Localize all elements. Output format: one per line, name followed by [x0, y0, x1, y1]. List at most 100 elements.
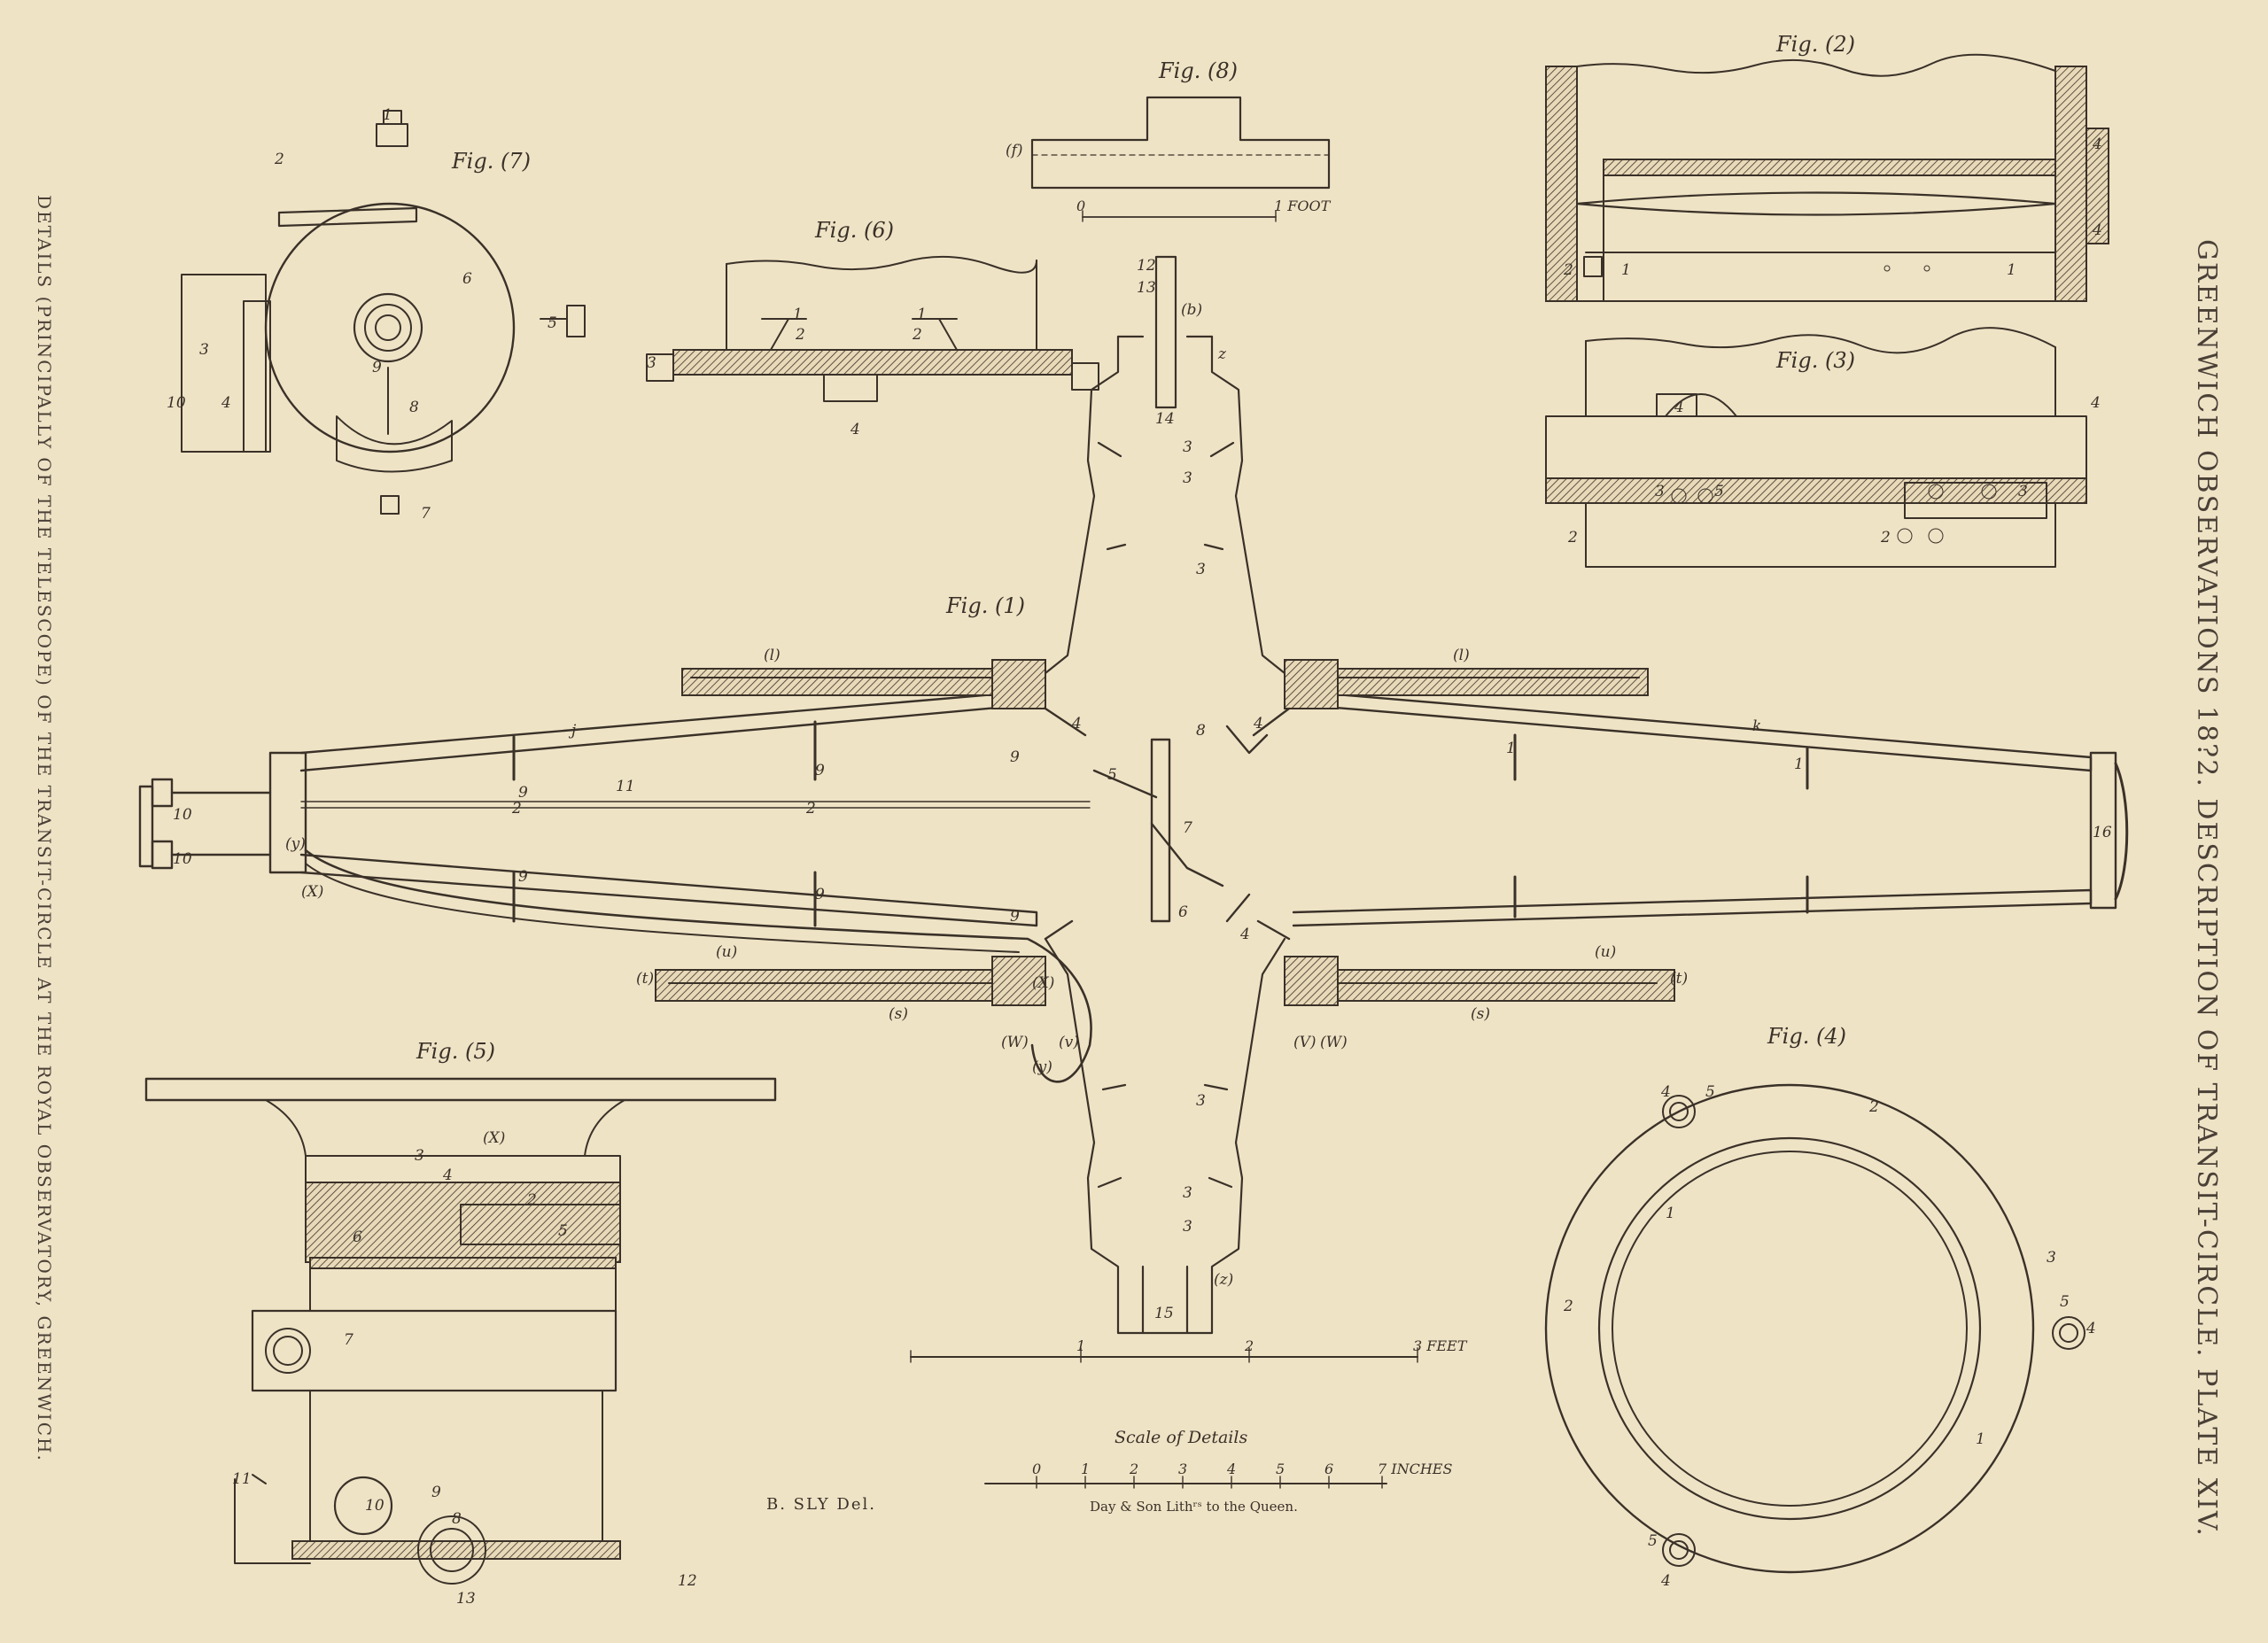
- label-v-small-left: (v): [1059, 1034, 1079, 1051]
- fig5-label-6: 6: [353, 1228, 362, 1246]
- fig4-label-5a: 5: [1705, 1083, 1715, 1101]
- scale-feet-1: 1: [1076, 1337, 1085, 1354]
- label-3-d: 3: [1196, 1092, 1206, 1110]
- label-l-left: (l): [764, 647, 781, 664]
- label-3-f: 3: [1183, 1218, 1192, 1236]
- label-15: 15: [1154, 1305, 1174, 1322]
- scale-details-0: 0: [1032, 1461, 1041, 1477]
- fig5-label-9: 9: [431, 1484, 441, 1501]
- figure-7-label: Fig. (7): [451, 149, 531, 174]
- label-y-top: (y): [285, 835, 306, 853]
- label-u-left: (u): [716, 943, 737, 961]
- fig3-label-3b: 3: [2018, 483, 2028, 500]
- label-7: 7: [1183, 819, 1192, 837]
- label-9-a: 9: [518, 784, 528, 802]
- fig5-label-8: 8: [452, 1510, 462, 1528]
- label-11: 11: [616, 778, 635, 795]
- label-3-e: 3: [1183, 1184, 1192, 1202]
- fig5-label-11: 11: [232, 1470, 252, 1488]
- fig7-label-9: 9: [372, 359, 382, 376]
- plate-title-vertical: GREENWICH OBSERVATIONS 18?2. DESCRIPTION…: [2191, 239, 2222, 1538]
- tube-eye-end: [138, 689, 1092, 1083]
- label-9-c: 9: [518, 868, 528, 886]
- label-12: 12: [1137, 257, 1156, 275]
- scale-details-1: 1: [1081, 1461, 1090, 1477]
- label-13: 13: [1137, 279, 1156, 297]
- label-v-right: (V): [1293, 1034, 1317, 1051]
- label-s-right: (s): [1471, 1005, 1490, 1023]
- label-w-right: (W): [1320, 1034, 1348, 1051]
- label-14: 14: [1155, 410, 1175, 428]
- label-3-a: 3: [1183, 438, 1192, 456]
- fig2-label-1a: 1: [1621, 261, 1631, 279]
- fig7-label-2: 2: [274, 151, 284, 168]
- label-z-top: z: [1217, 345, 1227, 363]
- fig5-label-2: 2: [526, 1191, 537, 1209]
- label-2-a: 2: [511, 800, 522, 818]
- figure-1-label: Fig. (1): [945, 593, 1025, 618]
- scale-details: 0 1 2 3 4 5 6 7 INCHES: [984, 1461, 1452, 1489]
- scale-feet-2: 2: [1244, 1337, 1254, 1354]
- axis-tube: [1044, 255, 1286, 1335]
- fig4-label-1b: 1: [1976, 1430, 1985, 1448]
- fig8-label-f: (f): [1006, 142, 1023, 159]
- label-9-d: 9: [815, 886, 825, 903]
- lithographer-credit: Day & Son Lithʳˢ to the Queen.: [1090, 1499, 1298, 1515]
- fig4-label-5b: 5: [2060, 1293, 2070, 1311]
- label-s-left: (s): [889, 1005, 908, 1023]
- fig6-label-1b: 1: [917, 306, 927, 323]
- figure-5-label: Fig. (5): [416, 1039, 495, 1064]
- label-t-left: (t): [636, 970, 654, 988]
- label-j: j: [568, 722, 577, 740]
- fig5-label-5: 5: [558, 1222, 568, 1240]
- label-9-e: 9: [1010, 748, 1020, 766]
- figure-6-label: Fig. (6): [814, 218, 894, 243]
- figure-3-cell-side: Fig. (3) 4 3 5 3 2 2 4: [1545, 327, 2101, 568]
- fig4-label-4b: 4: [2085, 1320, 2096, 1337]
- fig2-label-4b: 4: [2092, 221, 2102, 239]
- label-4-a: 4: [1071, 715, 1082, 732]
- fig7-label-8: 8: [409, 399, 419, 416]
- label-3-c: 3: [1196, 561, 1206, 578]
- fig2-label-4a: 4: [2092, 136, 2102, 153]
- fig4-label-4c: 4: [1660, 1572, 1671, 1590]
- label-z-bottom: (z): [1214, 1271, 1233, 1289]
- fig6-label-2b: 2: [912, 326, 922, 344]
- fig5-label-7: 7: [344, 1331, 353, 1349]
- label-b: (b): [1181, 301, 1202, 319]
- fig3-label-4: 4: [1674, 399, 1684, 416]
- scale-details-3: 3: [1178, 1461, 1187, 1477]
- label-5: 5: [1107, 766, 1117, 784]
- draughtsman-credit: B. SLY Del.: [766, 1495, 876, 1514]
- label-9-f: 9: [1010, 908, 1020, 926]
- fig4-label-2a: 2: [1868, 1098, 1879, 1116]
- figure-4-label: Fig. (4): [1767, 1024, 1846, 1049]
- label-4-b: 4: [1253, 715, 1263, 732]
- label-10-top: 10: [173, 806, 192, 824]
- fig8-scale-1: 1 FOOT: [1274, 198, 1332, 214]
- label-8: 8: [1196, 722, 1206, 740]
- fig3-label-2a: 2: [1567, 529, 1578, 546]
- figure-8-block: Fig. (8) (f) 0 1 FOOT: [1006, 58, 1332, 222]
- scale-feet: 1 2 3 FEET: [910, 1337, 1468, 1363]
- scale-details-7: 7 INCHES: [1378, 1461, 1452, 1477]
- central-cube: [1044, 707, 1291, 941]
- plate-caption-vertical: DETAILS (PRINCIPALLY OF THE TELESCOPE) O…: [34, 195, 55, 1462]
- fig5-label-3: 3: [415, 1147, 424, 1165]
- label-1-b: 1: [1794, 756, 1804, 773]
- scale-feet-3: 3 FEET: [1413, 1337, 1468, 1354]
- fig4-label-1a: 1: [1666, 1205, 1675, 1222]
- label-2-b: 2: [805, 800, 816, 818]
- fig6-label-2a: 2: [795, 326, 805, 344]
- fig3-label-5: 5: [1714, 483, 1724, 500]
- label-u-right: (u): [1595, 943, 1616, 961]
- fig7-label-7: 7: [421, 505, 431, 523]
- label-4-c: 4: [1239, 926, 1250, 943]
- scale-details-5: 5: [1276, 1461, 1285, 1477]
- fig3-label-4b: 4: [2090, 394, 2101, 412]
- fig4-label-3: 3: [2047, 1249, 2056, 1267]
- fig3-label-2b: 2: [1880, 529, 1891, 546]
- fig7-label-6: 6: [462, 270, 472, 288]
- fig4-label-5c: 5: [1648, 1532, 1658, 1550]
- fig5-label-10: 10: [365, 1497, 384, 1515]
